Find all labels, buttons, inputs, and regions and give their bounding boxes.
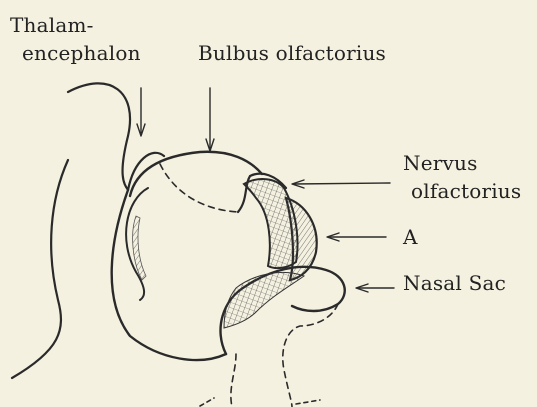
arrow-thalamencephalon: [137, 88, 145, 136]
arrow-nervus-olfactorius: [292, 180, 390, 188]
nervus-olfactorius-band: [244, 179, 298, 268]
nasal-sac-crosshatch: [224, 272, 304, 328]
nasal-sac-tail-right: [296, 400, 320, 404]
nasal-sac-dashed-lower: [283, 304, 338, 407]
nasal-sac-dashed-left: [231, 354, 236, 407]
arrow-nasal-sac: [356, 284, 394, 292]
outer-brain-curve-left: [12, 160, 68, 378]
bulbus-outline: [130, 152, 262, 196]
arrow-bulbus-olfactorius: [206, 88, 214, 151]
bulbus-dashed-edge: [160, 164, 238, 212]
outer-brain-outline: [68, 83, 130, 190]
nasal-sac-tail: [200, 398, 214, 406]
arrow-a: [327, 233, 386, 241]
